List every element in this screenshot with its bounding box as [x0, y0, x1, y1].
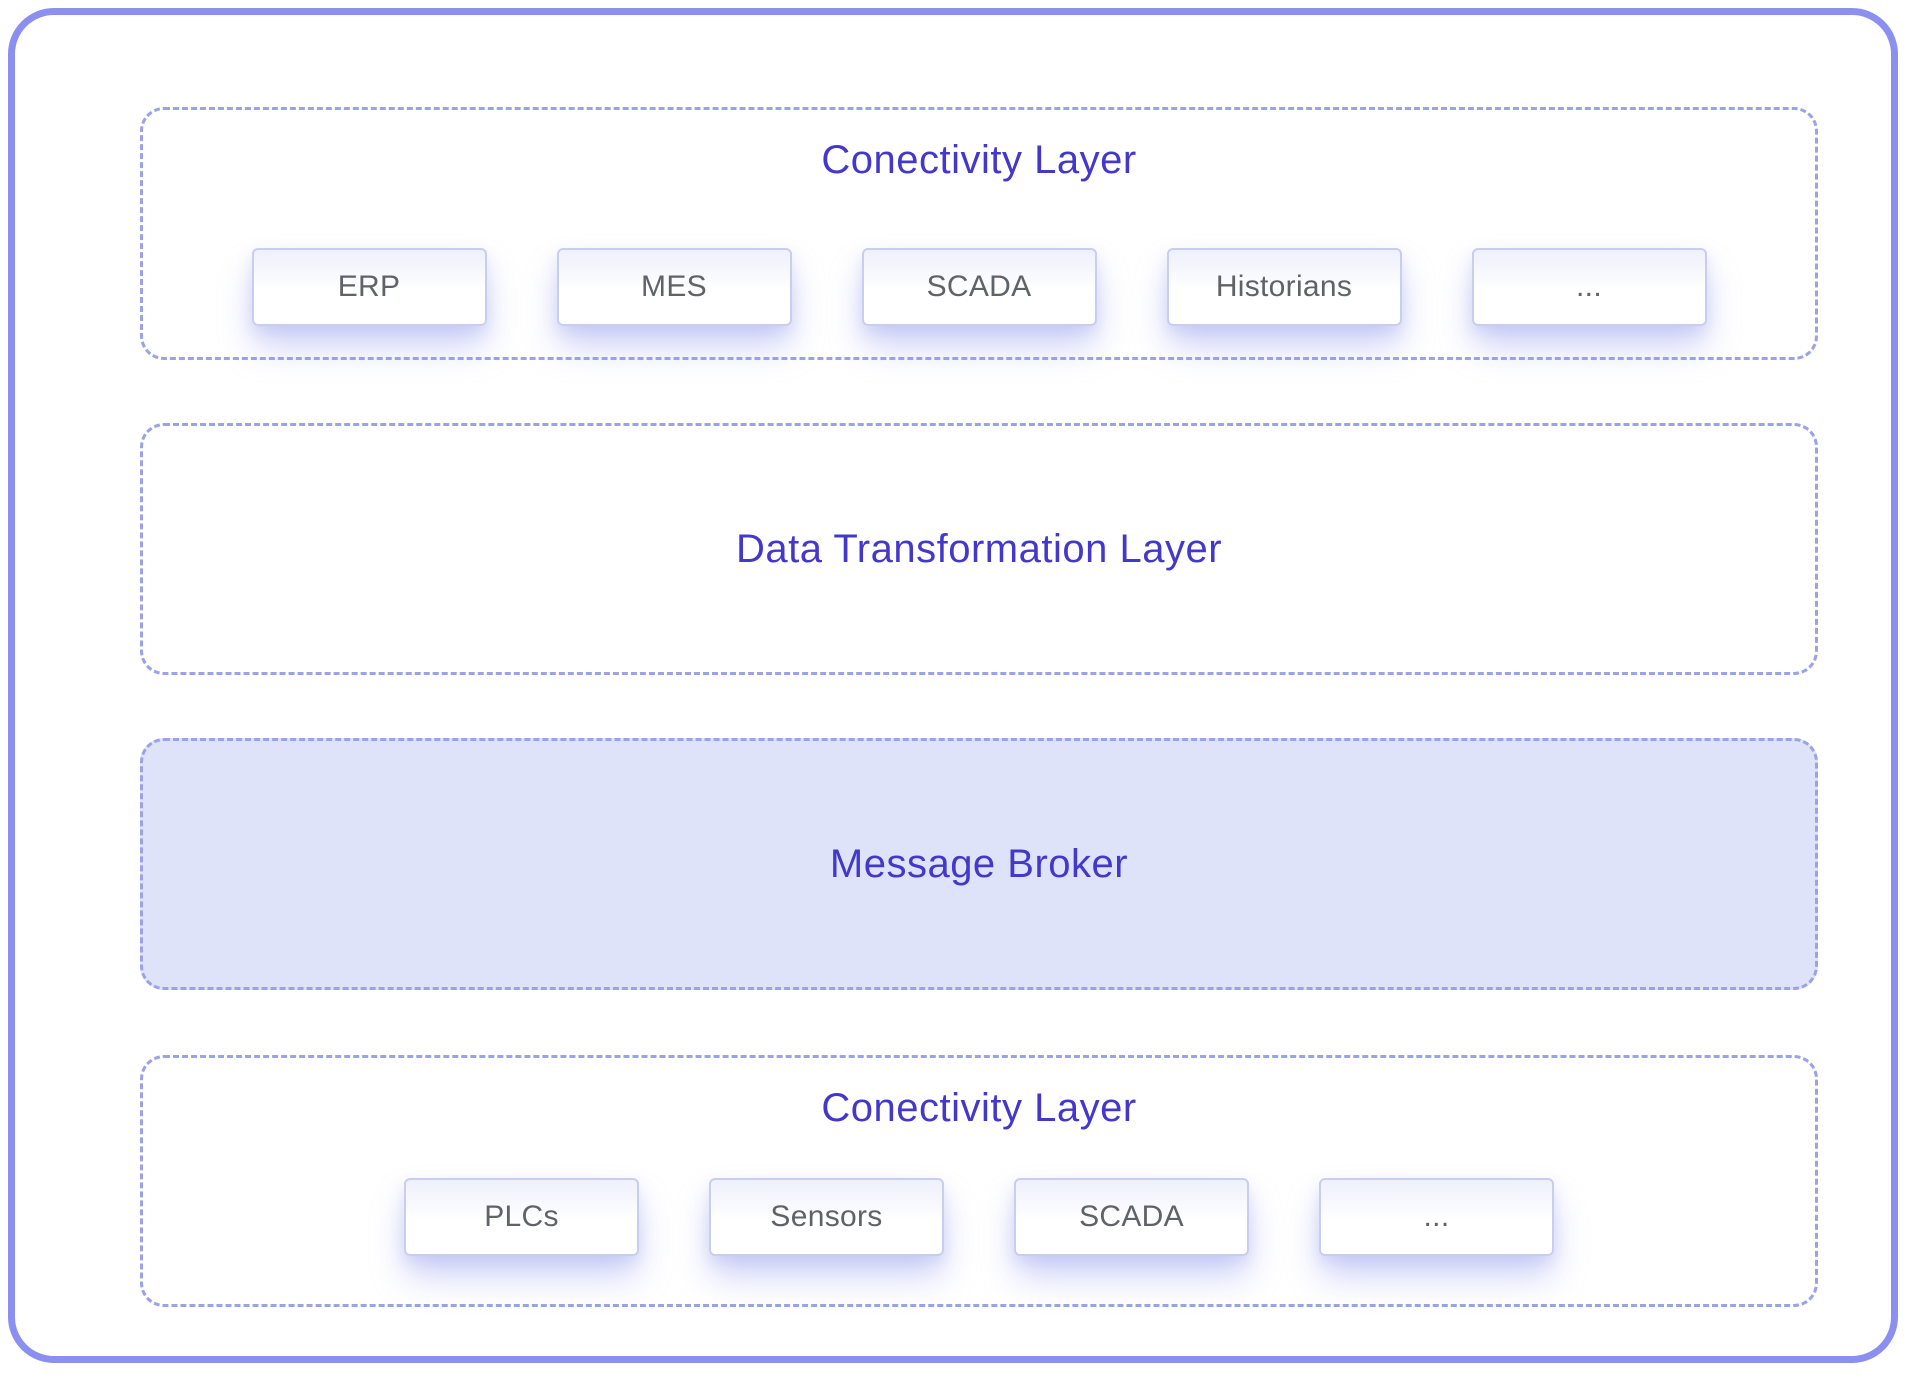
item-label-scada-top: SCADA — [926, 270, 1032, 303]
item-label-sensors: Sensors — [770, 1200, 883, 1233]
section-title-data-transformation: Data Transformation Layer — [735, 527, 1223, 571]
item-label-erp: ERP — [337, 270, 401, 303]
item-box-scada-top: SCADA — [861, 248, 1097, 326]
item-label-scada-bottom: SCADA — [1079, 1200, 1184, 1233]
section-title-connectivity-top: Conectivity Layer — [821, 138, 1137, 182]
item-label-historians: Historians — [1215, 270, 1353, 303]
item-row-top: ERP MES SCADA Historians ... — [251, 248, 1707, 326]
item-box-mes: MES — [556, 248, 792, 326]
section-connectivity-top: Conectivity Layer ERP MES SCADA Historia… — [140, 107, 1818, 360]
item-box-sensors: Sensors — [709, 1178, 944, 1256]
item-box-ellipsis-top: ... — [1471, 248, 1707, 326]
item-row-bottom: PLCs Sensors SCADA ... — [404, 1178, 1554, 1256]
section-title-message-broker: Message Broker — [829, 842, 1129, 886]
item-box-historians: Historians — [1166, 248, 1402, 326]
item-box-erp: ERP — [251, 248, 487, 326]
item-label-ellipsis-bottom: ... — [1423, 1200, 1450, 1233]
item-box-ellipsis-bottom: ... — [1319, 1178, 1554, 1256]
section-data-transformation: Data Transformation Layer — [140, 423, 1818, 675]
item-box-plcs: PLCs — [404, 1178, 639, 1256]
item-label-plcs: PLCs — [484, 1200, 559, 1233]
item-label-ellipsis-top: ... — [1576, 270, 1602, 303]
section-connectivity-bottom: Conectivity Layer PLCs Sensors SCADA ... — [140, 1055, 1818, 1307]
section-title-connectivity-bottom: Conectivity Layer — [821, 1086, 1137, 1130]
item-label-mes: MES — [641, 270, 707, 303]
item-box-scada-bottom: SCADA — [1014, 1178, 1249, 1256]
diagram-frame: Conectivity Layer ERP MES SCADA Historia… — [8, 8, 1898, 1363]
section-message-broker: Message Broker — [140, 738, 1818, 990]
